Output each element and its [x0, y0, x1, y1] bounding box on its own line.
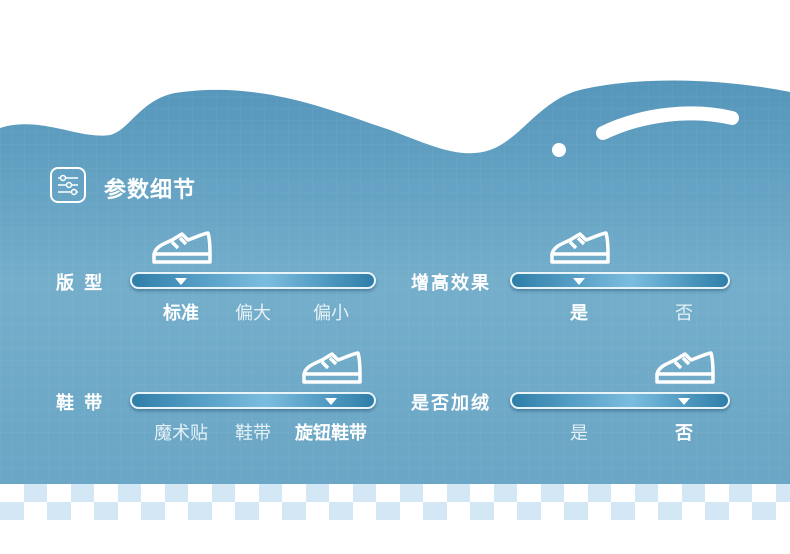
param-option: 鞋带 — [235, 423, 271, 444]
param-option: 魔术贴 — [154, 423, 208, 444]
selection-marker-icon — [325, 398, 337, 405]
checker-square — [493, 484, 517, 502]
checker-square — [0, 502, 24, 520]
param-option: 是 — [570, 423, 588, 444]
checker-square — [164, 484, 188, 502]
param-label: 是否加绒 — [411, 393, 491, 414]
param-label: 版 型 — [56, 273, 105, 294]
checker-square — [399, 484, 423, 502]
checker-square — [634, 484, 658, 502]
checker-square — [681, 484, 705, 502]
checker-square — [728, 484, 752, 502]
param-slider — [510, 392, 730, 409]
checker-square — [470, 502, 494, 520]
checker-square — [517, 502, 541, 520]
checker-square — [47, 502, 71, 520]
checker-square — [117, 484, 141, 502]
param-slider — [510, 272, 730, 289]
section-title: 参数细节 — [104, 178, 197, 203]
param-option: 否 — [675, 303, 693, 324]
checker-square — [564, 502, 588, 520]
param-slider — [130, 392, 376, 409]
checker-square — [258, 484, 282, 502]
sliders-icon — [50, 167, 86, 203]
checker-square — [282, 502, 306, 520]
param-option: 旋钮鞋带 — [295, 423, 367, 444]
checker-square — [211, 484, 235, 502]
selection-marker-icon — [573, 278, 585, 285]
checker-square — [329, 502, 353, 520]
shoe-icon — [548, 230, 612, 270]
param-option: 偏小 — [313, 303, 349, 324]
checker-square — [188, 502, 212, 520]
param-slider — [130, 272, 376, 289]
checker-square — [376, 502, 400, 520]
checker-square — [752, 502, 776, 520]
checker-square — [352, 484, 376, 502]
decor-dot — [552, 143, 566, 157]
checker-square — [23, 484, 47, 502]
decor-pill — [596, 106, 739, 140]
checker-square — [446, 484, 470, 502]
checker-square — [611, 502, 635, 520]
param-option: 否 — [675, 423, 693, 444]
param-option: 偏大 — [235, 303, 271, 324]
selection-marker-icon — [678, 398, 690, 405]
param-option: 是 — [570, 303, 588, 324]
shoe-icon — [300, 350, 364, 390]
checker-square — [658, 502, 682, 520]
checker-square — [70, 484, 94, 502]
checker-square — [94, 502, 118, 520]
checker-square — [775, 484, 790, 502]
param-label: 鞋 带 — [56, 393, 105, 414]
checker-square — [587, 484, 611, 502]
selection-marker-icon — [175, 278, 187, 285]
param-label: 增高效果 — [411, 273, 491, 294]
checker-square — [235, 502, 259, 520]
checker-square — [705, 502, 729, 520]
checker-square — [423, 502, 447, 520]
checker-square — [540, 484, 564, 502]
checker-square — [141, 502, 165, 520]
shoe-icon — [150, 230, 214, 270]
checker-square — [305, 484, 329, 502]
shoe-icon — [653, 350, 717, 390]
param-option: 标准 — [163, 303, 199, 324]
